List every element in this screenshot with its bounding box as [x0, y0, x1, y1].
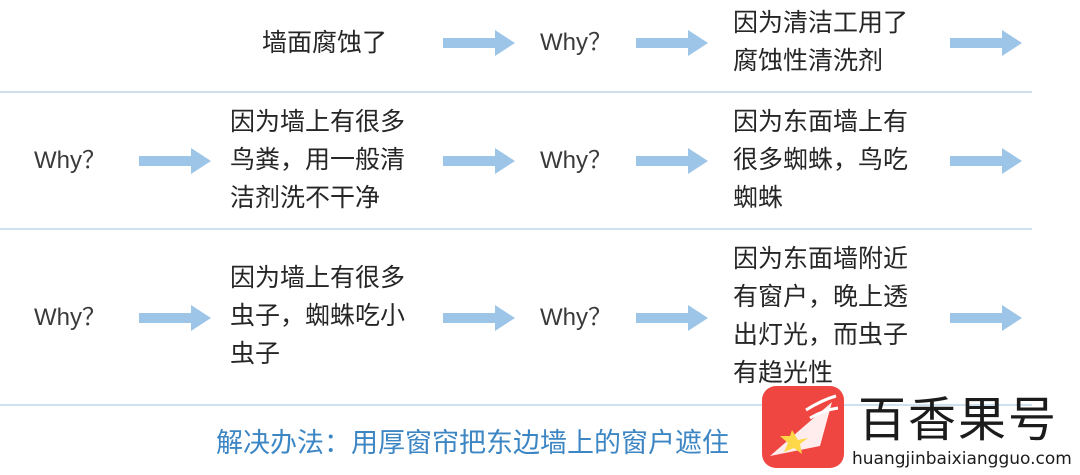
row-divider-1	[0, 91, 1032, 93]
row2-arrow-4	[950, 148, 1022, 174]
row1-statement: 墙面腐蚀了	[262, 28, 388, 57]
row1-reason: 因为清洁工用了腐蚀性清洗剂	[733, 4, 908, 80]
text-line: 因为清洁工用了	[733, 8, 909, 37]
text-line: 鸟粪，用一般清	[230, 145, 406, 174]
solution-text: 解决办法：用厚窗帘把东边墙上的窗户遮住	[216, 428, 729, 459]
text-line: 因为墙上有很多	[230, 263, 406, 292]
row3-reason-2: 因为东面墙附近有窗户，晚上透出灯光，而虫子有趋光性	[733, 240, 908, 392]
text-line: 虫子，蜘蛛吃小	[230, 301, 406, 330]
text-line: 因为墙上有很多	[230, 107, 406, 136]
row3-why-1: Why？	[34, 304, 106, 331]
row3-arrow-2	[443, 305, 515, 331]
text-line: 蜘蛛	[733, 183, 784, 212]
text-line: 出灯光，而虫子	[733, 320, 909, 349]
row1-arrow-1	[443, 30, 515, 56]
row1-why: Why？	[540, 29, 612, 56]
row2-reason-1: 因为墙上有很多鸟粪，用一般清洁剂洗不干净	[230, 103, 405, 217]
text-line: 洁剂洗不干净	[230, 183, 381, 212]
text-line: 虫子	[230, 339, 281, 368]
row3-arrow-1	[139, 305, 211, 331]
row2-arrow-3	[636, 148, 708, 174]
row-divider-3	[0, 404, 1032, 406]
row1-arrow-3	[950, 30, 1022, 56]
row3-why-2: Why？	[540, 304, 612, 331]
row3-arrow-3	[636, 305, 708, 331]
text-line: 有趋光性	[733, 358, 834, 387]
row2-reason-2: 因为东面墙上有很多蜘蛛，鸟吃蜘蛛	[733, 103, 908, 217]
row2-arrow-2	[443, 148, 515, 174]
watermark-url: huangjinbaixiangguo.com	[852, 449, 1072, 469]
passion-fruit-logo-icon	[762, 386, 844, 468]
row2-why-2: Why？	[540, 147, 612, 174]
text-line: 腐蚀性清洗剂	[733, 46, 884, 75]
row-divider-2	[0, 228, 1032, 230]
text-line: 有窗户，晚上透	[733, 282, 909, 311]
row2-why-1: Why？	[34, 147, 106, 174]
text-line: 因为东面墙上有	[733, 107, 909, 136]
text-line: 很多蜘蛛，鸟吃	[733, 145, 909, 174]
row2-arrow-1	[139, 148, 211, 174]
row1-arrow-2	[636, 30, 708, 56]
row3-arrow-4	[950, 305, 1022, 331]
text-line: 因为东面墙附近	[733, 244, 909, 273]
watermark-brand: 百香果号	[858, 392, 1059, 448]
row3-reason-1: 因为墙上有很多虫子，蜘蛛吃小虫子	[230, 259, 405, 373]
